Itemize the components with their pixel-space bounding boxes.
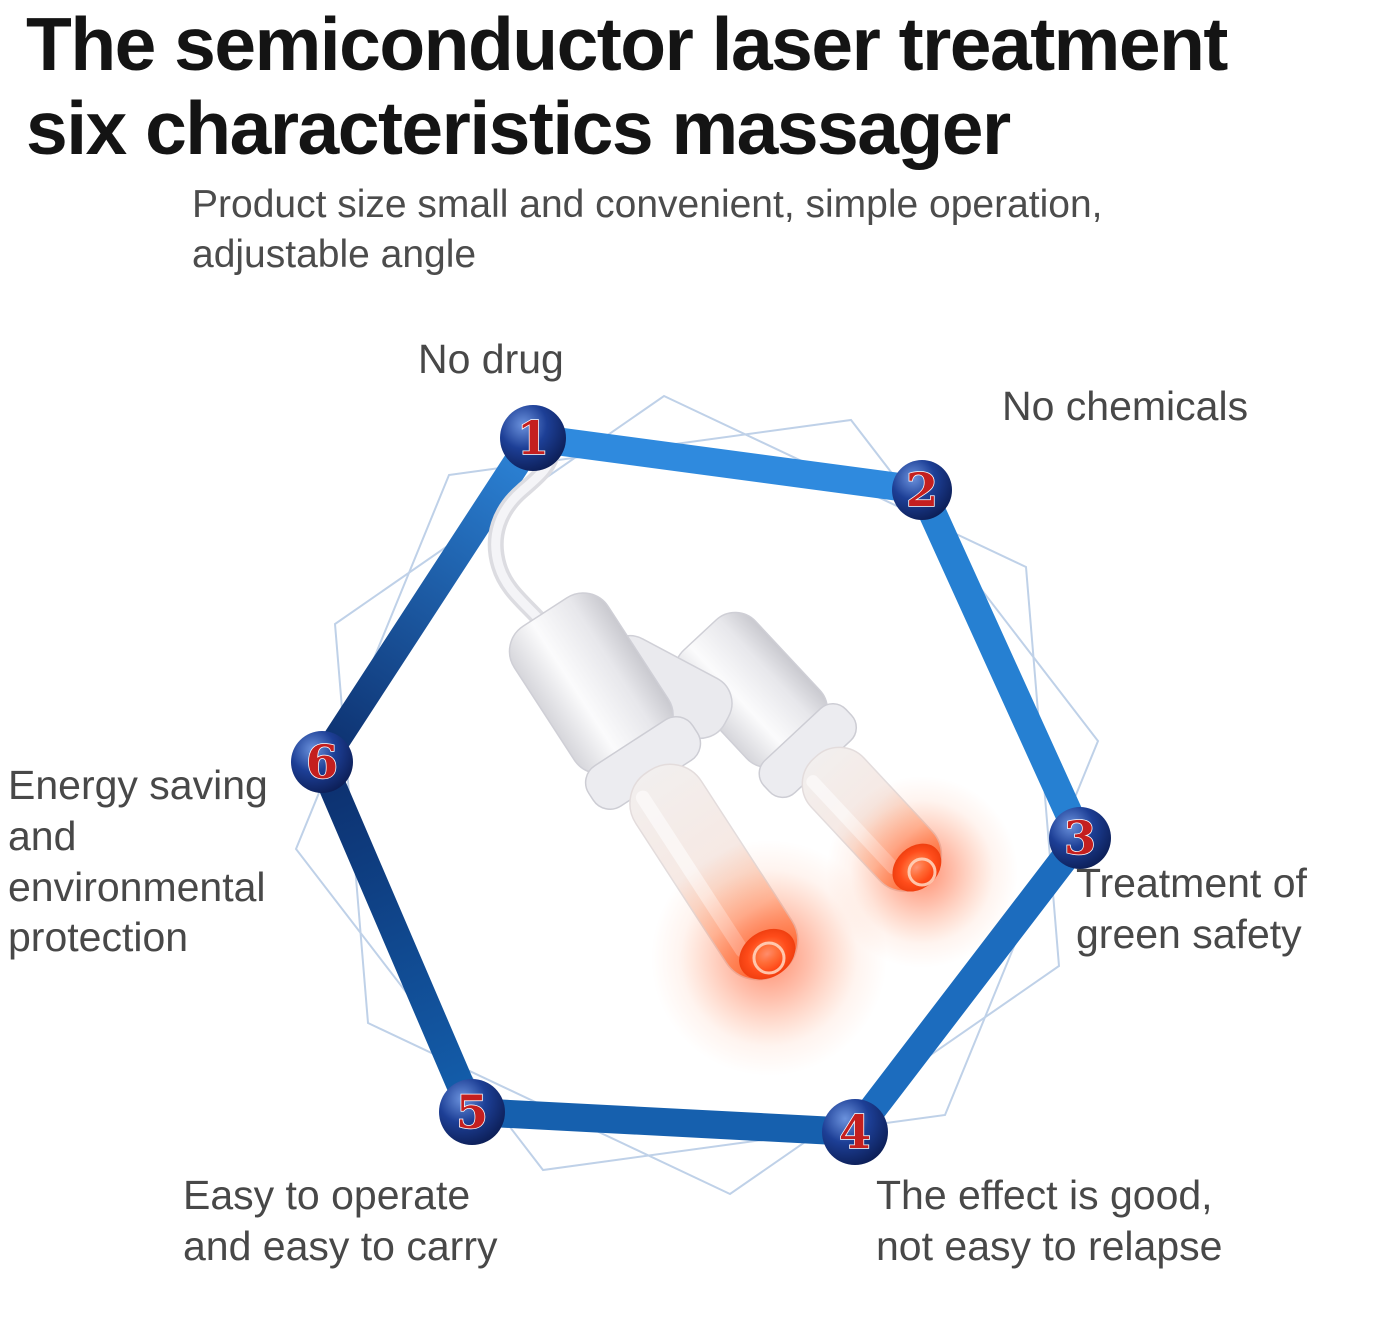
hexagon-nodes	[291, 405, 1111, 1165]
background-hexagon-outlines	[294, 394, 1100, 1196]
hexagon-node-2	[892, 460, 952, 520]
subtitle: Product size small and convenient, simpl…	[192, 183, 1103, 276]
hexagon-edge-1-2	[519, 424, 936, 504]
outline-hexagon-a	[333, 394, 1061, 1196]
laser-glow-right	[826, 776, 1018, 968]
page-title-line1: The semiconductor laser treatment	[26, 2, 1228, 86]
hexagon-edge-3-4	[841, 824, 1094, 1146]
hexagon-edge-2-3	[908, 476, 1094, 852]
power-cable-highlight	[491, 445, 563, 647]
hexagon-node-5	[439, 1079, 505, 1145]
feature-label-green-safety: Treatment of green safety	[1076, 860, 1307, 957]
node-number-3: 3	[1064, 811, 1096, 865]
page-title: The semiconductor laser treatment six ch…	[26, 2, 1228, 170]
feature-label-energy-saving: Energy saving and environmental protecti…	[8, 762, 268, 961]
node-number-2: 2	[906, 463, 938, 517]
node-number-5: 5	[456, 1085, 488, 1139]
node-number-1: 1	[517, 411, 549, 465]
laser-lens-ring-left	[752, 941, 786, 975]
laser-lens-ring-right	[907, 857, 937, 887]
hexagon-edges	[308, 424, 1094, 1146]
hexagon-node-numbers: 1 2 3 4 5 6	[305, 410, 1097, 1160]
hexagon-edge-6-1	[308, 424, 547, 776]
hexagon-node-6	[291, 731, 353, 793]
feature-label-effect-good: The effect is good, not easy to relapse	[876, 1172, 1223, 1269]
hexagon-node-4	[822, 1099, 888, 1165]
page-title-line2: six characteristics massager	[26, 86, 1011, 170]
hexagon-edge-5-6	[308, 748, 486, 1126]
outline-hexagon-b	[294, 418, 1100, 1172]
feature-label-no-drug: No drug	[418, 336, 564, 382]
hexagon-edge-4-5	[458, 1098, 869, 1146]
product-image	[487, 442, 1018, 1076]
feature-label-no-chemicals: No chemicals	[1002, 383, 1249, 429]
hexagon-node-1	[500, 405, 566, 471]
node-number-4: 4	[839, 1105, 871, 1159]
node-number-6: 6	[306, 735, 338, 789]
laser-glow-left	[651, 840, 887, 1076]
feature-label-easy-operate: Easy to operate and easy to carry	[183, 1172, 498, 1269]
hexagon-node-3	[1049, 807, 1111, 869]
